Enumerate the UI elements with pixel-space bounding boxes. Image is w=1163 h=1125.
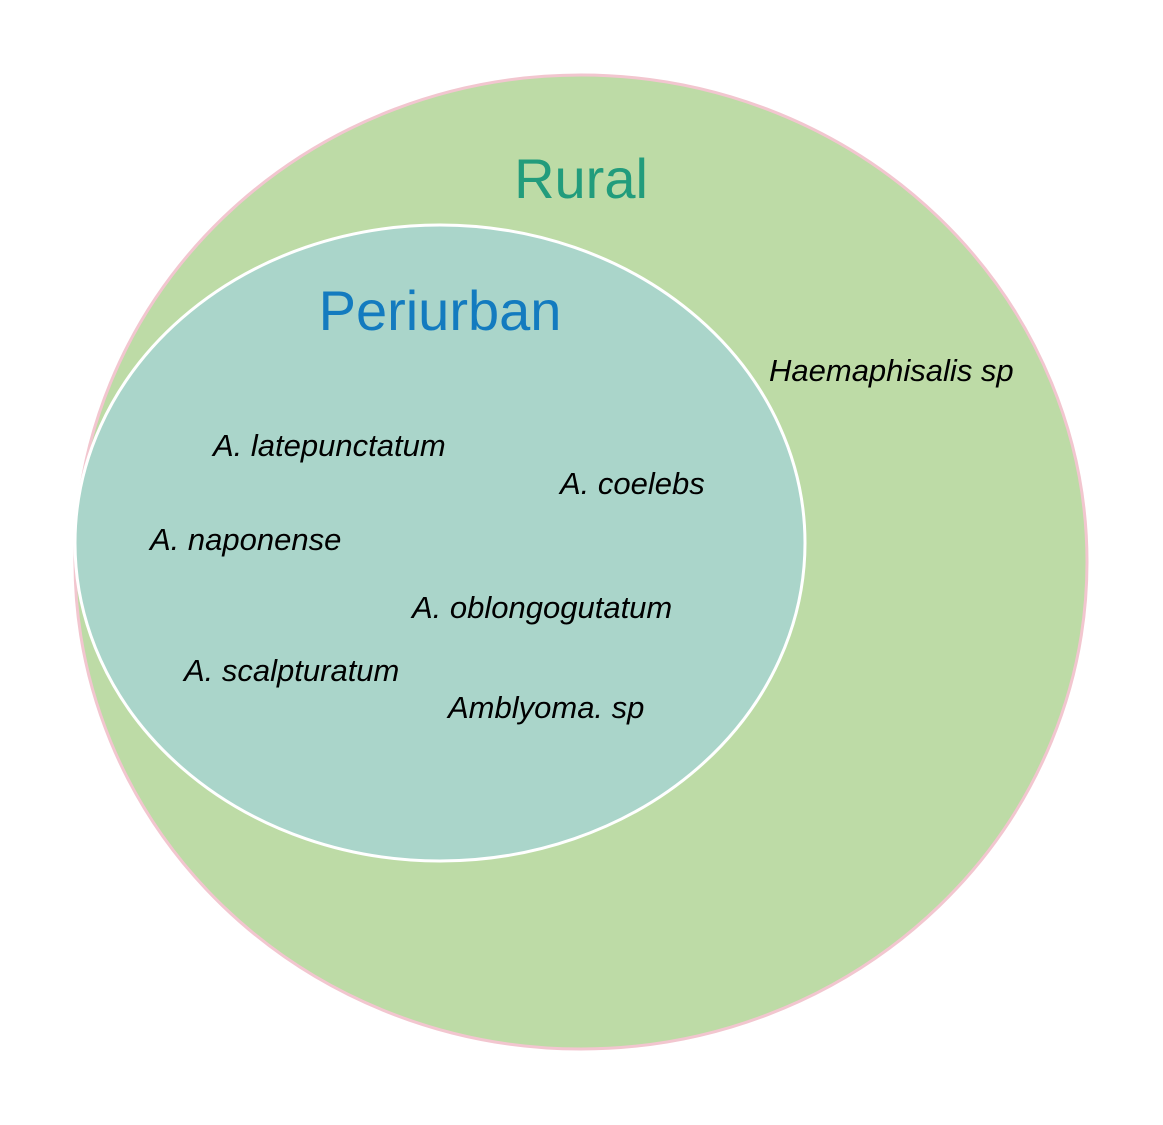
species-label-oblongogutatum: A. oblongogutatum [410,590,672,625]
species-label-amblyoma: Amblyoma. sp [446,690,644,725]
species-label-naponense: A. naponense [148,522,341,557]
species-label-coelebs: A. coelebs [558,466,705,501]
species-label-latepunctatum: A. latepunctatum [211,428,446,463]
periurban-set-label: Periurban [319,279,562,342]
species-label-scalpturatum: A. scalpturatum [182,653,399,688]
species-label-haemaphisalis: Haemaphisalis sp [769,353,1014,388]
periurban-set-ellipse [73,223,807,863]
rural-set-label: Rural [514,147,648,210]
